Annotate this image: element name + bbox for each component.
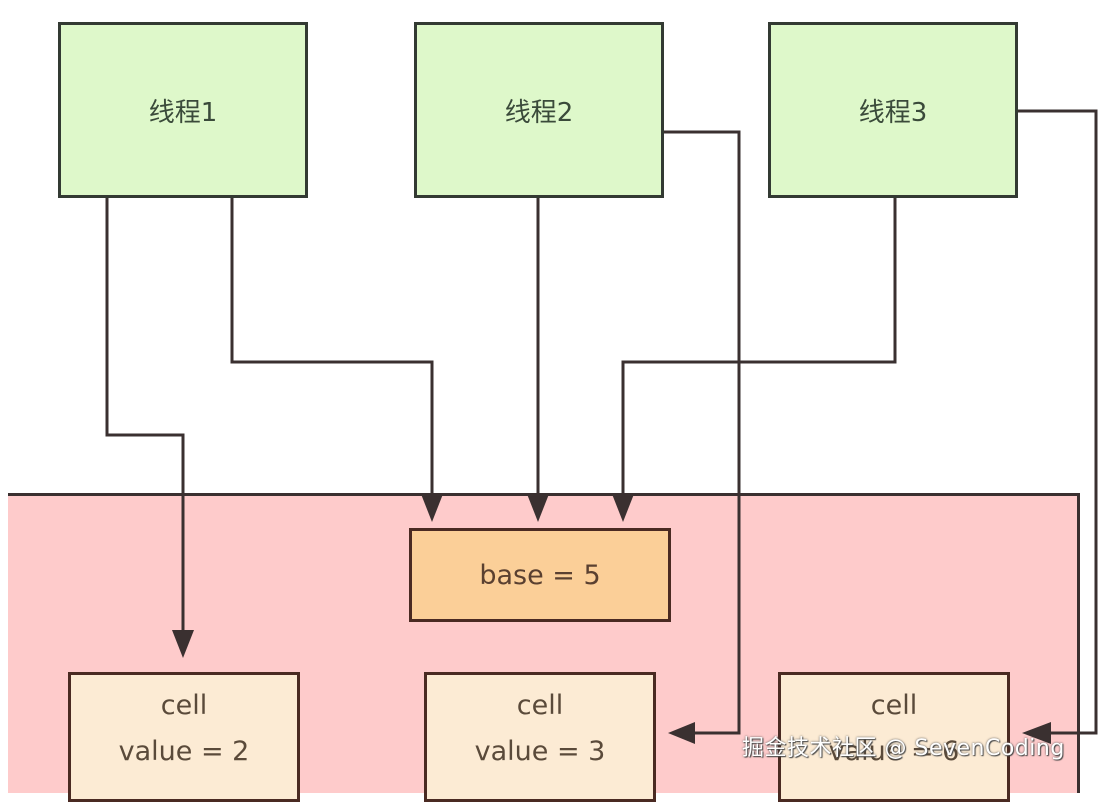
cell-title: cell xyxy=(870,690,918,721)
thread-label: 线程1 xyxy=(148,97,218,128)
thread-box-2: 线程2 xyxy=(414,22,664,198)
connector-thread3-base xyxy=(621,198,897,495)
watermark: 掘金技术社区 @ SevenCoding xyxy=(742,736,1065,761)
cell-box-2: cell value = 3 xyxy=(424,672,656,802)
thread-box-1: 线程1 xyxy=(58,22,308,198)
thread-box-3: 线程3 xyxy=(768,22,1018,198)
connector-thread1-base xyxy=(230,198,434,495)
thread-label: 线程2 xyxy=(504,97,574,128)
cell-box-3: cell value = 6 xyxy=(778,672,1010,802)
cell-box-1: cell value = 2 xyxy=(68,672,300,802)
base-label: base = 5 xyxy=(479,559,601,591)
thread-label: 线程3 xyxy=(858,97,928,128)
cell-value: value = 2 xyxy=(118,736,250,767)
base-box: base = 5 xyxy=(409,528,671,622)
cell-value: value = 6 xyxy=(828,736,960,767)
cell-value: value = 3 xyxy=(474,736,606,767)
cell-title: cell xyxy=(516,690,564,721)
cell-title: cell xyxy=(160,690,208,721)
